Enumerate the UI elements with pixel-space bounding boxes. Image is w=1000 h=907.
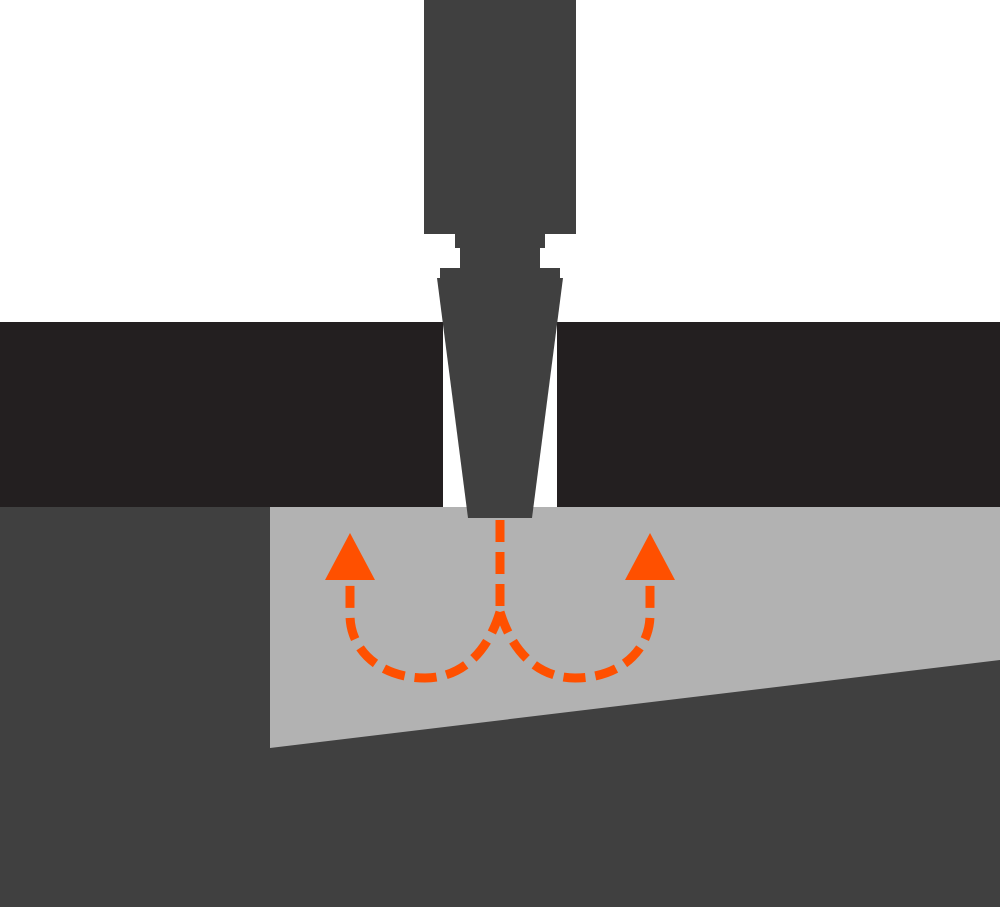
- plate-left: [0, 322, 443, 507]
- cavity-region: [270, 507, 1000, 748]
- nozzle-icon: [424, 0, 576, 518]
- dashed-flow-arrow-icon: [345, 520, 655, 683]
- flow-arrowhead-right: [625, 533, 675, 580]
- nozzle-body: [424, 0, 576, 234]
- nozzle-collar: [440, 254, 560, 278]
- plate-right: [557, 322, 1000, 507]
- flow-arrowhead-left: [325, 533, 375, 580]
- flow-loop-left: [345, 585, 505, 683]
- nozzle-tip: [437, 278, 563, 518]
- nozzle-neck: [455, 234, 545, 254]
- flow-loop-right: [495, 585, 655, 683]
